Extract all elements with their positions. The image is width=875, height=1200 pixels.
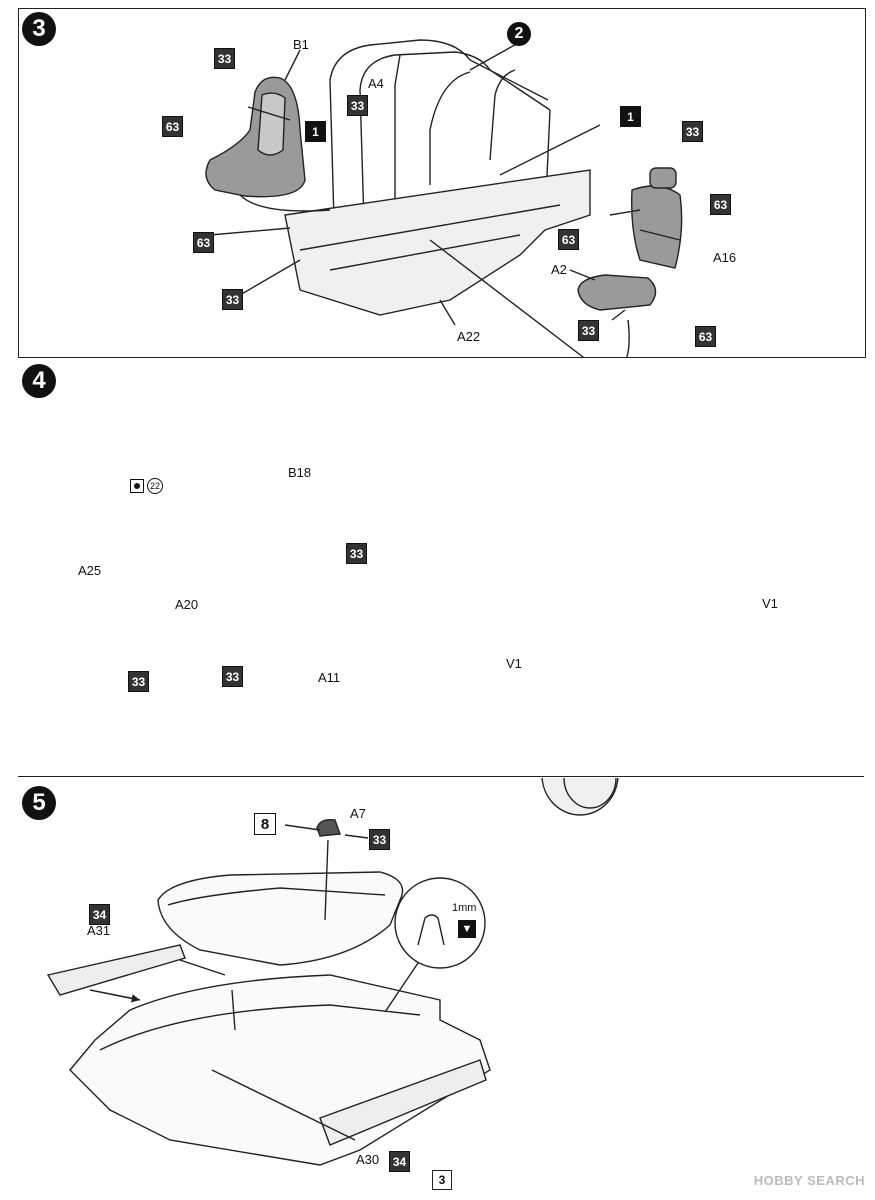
- color-code-box: 33: [222, 666, 243, 687]
- decal-number: 22: [147, 478, 163, 494]
- part-a7-label: A7: [350, 806, 366, 821]
- part-v1-label: V1: [506, 656, 522, 671]
- color-code-box: 63: [710, 194, 731, 215]
- color-code-box: 63: [558, 229, 579, 250]
- color-code-box: 33: [214, 48, 235, 69]
- color-code-box: 33: [578, 320, 599, 341]
- watermark: HOBBY SEARCH: [753, 1173, 865, 1188]
- part-a20-label: A20: [175, 597, 199, 612]
- part-a4-label: A4: [368, 76, 384, 91]
- color-code-box: 33: [222, 289, 243, 310]
- color-code-box: 34: [89, 904, 110, 925]
- part-a16-label: A16: [713, 250, 737, 265]
- subassembly-1-marker: 1: [620, 106, 641, 127]
- part-a30-label: A30: [356, 1152, 380, 1167]
- decal-icon: [130, 479, 144, 493]
- color-code-box: 33: [682, 121, 703, 142]
- color-code-box: 63: [162, 116, 183, 137]
- part-a2-label: A2: [551, 262, 567, 277]
- color-code-box: 33: [347, 95, 368, 116]
- color-code-box: 63: [193, 232, 214, 253]
- drill-size-label: 1mm: [452, 902, 477, 914]
- color-code-box: 63: [695, 326, 716, 347]
- step-3-number: 3: [22, 12, 56, 46]
- drill-icon: ▼: [458, 920, 476, 938]
- page-number: 3: [432, 1170, 452, 1190]
- part-v1-label: V1: [762, 596, 778, 611]
- part-a11-label: A11: [318, 670, 341, 685]
- color-code-box: 34: [389, 1151, 410, 1172]
- part-b18-label: B18: [288, 465, 312, 480]
- paint-code-box: 8: [254, 813, 276, 835]
- part-a25-label: A25: [78, 563, 102, 578]
- step-4-number: 4: [22, 364, 56, 398]
- decal-marker: 22: [130, 478, 163, 494]
- color-code-box: 33: [369, 829, 390, 850]
- step-5-panel: [18, 776, 864, 778]
- step-5-number: 5: [22, 786, 56, 820]
- subassembly-2-marker: 2: [507, 22, 531, 46]
- part-a22-label: A22: [457, 329, 481, 344]
- color-code-box: 33: [128, 671, 149, 692]
- part-a31-label: A31: [87, 923, 111, 938]
- color-code-box: 33: [346, 543, 367, 564]
- part-b1-label: B1: [293, 37, 309, 52]
- subassembly-1-marker: 1: [305, 121, 326, 142]
- step-4-panel: [18, 357, 864, 776]
